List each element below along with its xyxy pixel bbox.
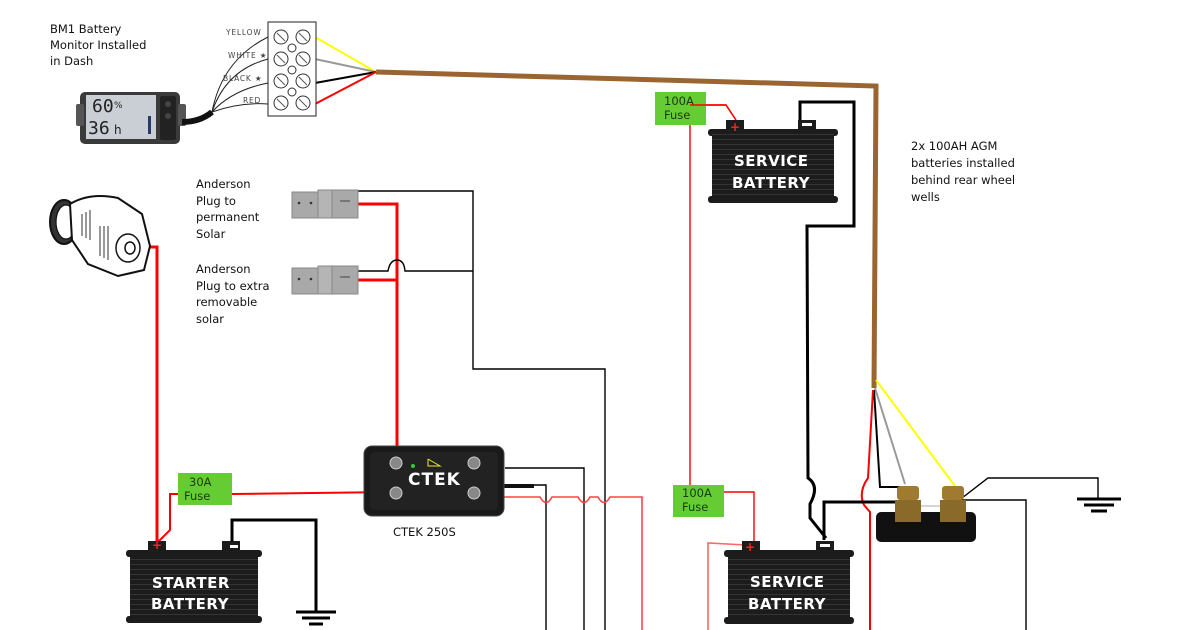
svg-text:BM1 Battery: BM1 Battery: [50, 22, 122, 36]
svg-text:STARTER: STARTER: [152, 574, 230, 592]
svg-text:removable: removable: [196, 295, 257, 309]
svg-text:Monitor Installed: Monitor Installed: [50, 38, 146, 52]
monitor-hours-unit: h: [114, 123, 122, 137]
ctek-caption: CTEK 250S: [393, 525, 456, 539]
service-battery-bottom: + SERVICE BATTERY: [724, 540, 854, 624]
svg-text:30A: 30A: [189, 475, 212, 489]
yellow-wire-shunt: [875, 379, 956, 487]
ctek-output-positive: [476, 496, 643, 630]
starter-negative-wire: [230, 518, 318, 612]
wire-label-white: WHITE ★: [228, 51, 267, 60]
ctek-charger: CTEK: [363, 445, 505, 517]
svg-text:Plug to: Plug to: [196, 194, 236, 208]
fuse-100a-top: 100A Fuse: [655, 92, 737, 125]
svg-text:SERVICE: SERVICE: [750, 573, 825, 591]
white-wire-top: [314, 58, 377, 73]
svg-text:solar: solar: [196, 312, 224, 326]
ctek-ground-1: [505, 467, 585, 630]
svg-text:2x 100AH AGM: 2x 100AH AGM: [911, 139, 997, 153]
svg-text:BATTERY: BATTERY: [151, 595, 230, 613]
starter-to-fuse-wire: [157, 493, 178, 543]
svg-text:Fuse: Fuse: [682, 500, 708, 514]
svg-text:Plug to extra: Plug to extra: [196, 279, 270, 293]
svg-text:BATTERY: BATTERY: [748, 595, 827, 613]
fuse-100a-bottom-wire: [724, 491, 755, 548]
ground-symbol-starter: [296, 610, 336, 626]
shunt-load-wire: [950, 499, 1027, 630]
svg-text:batteries installed: batteries installed: [911, 156, 1015, 170]
monitor-cable: [375, 69, 879, 389]
battery-monitor-shunt: [876, 486, 976, 542]
monitor-percent-unit: %: [114, 101, 123, 111]
svg-text:+: +: [745, 540, 755, 554]
solar-negative-2: [358, 259, 473, 272]
black-wire-top: [314, 71, 377, 84]
wire-label-yellow: YELLOW: [225, 28, 262, 37]
wire-label-black: BLACK ★: [223, 74, 262, 83]
svg-text:wells: wells: [911, 190, 940, 204]
monitor-wire-bundle: [211, 36, 269, 113]
ctek-ground-2: [505, 484, 547, 630]
alternator: [49, 195, 152, 278]
yellow-wire-top: [314, 36, 377, 73]
red-wire-shunt: [860, 389, 874, 630]
ctek-blue-lead: [504, 484, 534, 488]
service-bottom-negative-wire: [822, 500, 902, 540]
solar-negative-1: [358, 190, 606, 630]
anderson-plug-permanent: [291, 189, 359, 219]
solar-positive-1: [358, 202, 399, 462]
svg-text:Fuse: Fuse: [184, 489, 210, 503]
white-wire-shunt: [874, 387, 906, 485]
wires: [150, 36, 1099, 630]
monitor-percent: 60: [92, 96, 114, 117]
ground-symbol-shunt: [1077, 497, 1121, 513]
agm-note-label: 2x 100AH AGM batteries installed behind …: [911, 139, 1015, 204]
starter-battery: + STARTER BATTERY: [126, 538, 262, 623]
svg-text:100A: 100A: [682, 486, 712, 500]
terminal-block: [267, 21, 317, 117]
service-top-negative-wire: [798, 100, 856, 539]
service-bottom-positive-out: [707, 542, 747, 630]
svg-text:Anderson: Anderson: [196, 262, 251, 276]
anderson-plug-removable: [291, 265, 359, 295]
svg-text:+: +: [730, 120, 740, 134]
bm1-label: BM1 Battery Monitor Installed in Dash: [50, 22, 146, 68]
anderson-permanent-label: Anderson Plug to permanent Solar: [196, 177, 260, 241]
ctek-brand-text: CTEK: [408, 470, 461, 490]
anderson-removable-label: Anderson Plug to extra removable solar: [196, 262, 270, 326]
svg-text:Anderson: Anderson: [196, 177, 251, 191]
svg-text:100A: 100A: [664, 94, 694, 108]
fuse-100a-bottom: 100A Fuse: [673, 485, 724, 517]
svg-text:in Dash: in Dash: [50, 54, 93, 68]
shunt-ground-wire: [961, 477, 1099, 499]
svg-text:+: +: [152, 538, 162, 552]
wire-label-red: RED: [243, 96, 261, 105]
monitor-hours: 36: [88, 118, 110, 139]
svg-text:BATTERY: BATTERY: [732, 174, 811, 192]
svg-text:behind rear wheel: behind rear wheel: [911, 173, 1015, 187]
svg-text:Solar: Solar: [196, 227, 226, 241]
black-wire-shunt: [873, 389, 900, 488]
red-wire-top: [314, 71, 377, 105]
fuse-30a: 30A Fuse: [178, 473, 232, 505]
service-battery-top: + SERVICE BATTERY: [708, 120, 838, 203]
battery-monitor-device: 60 % 36 h: [76, 92, 214, 144]
svg-text:SERVICE: SERVICE: [734, 152, 809, 170]
alternator-positive-wire: [150, 245, 159, 545]
svg-text:permanent: permanent: [196, 210, 260, 224]
svg-text:Fuse: Fuse: [664, 108, 690, 122]
